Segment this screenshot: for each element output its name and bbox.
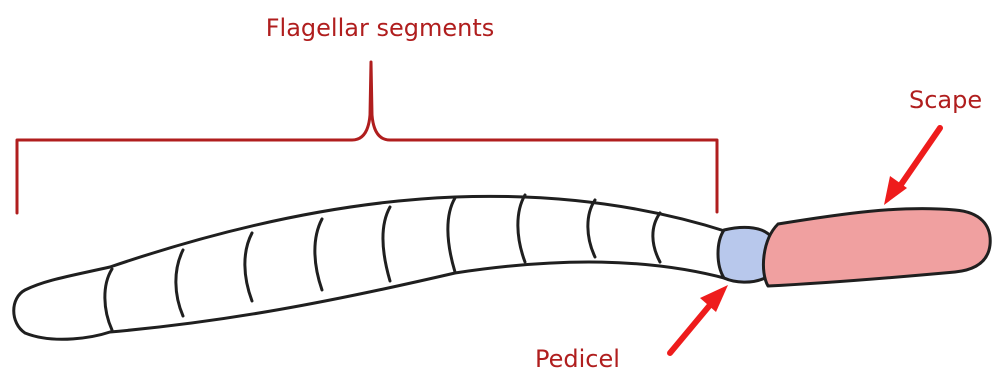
pedicel-arrow — [670, 285, 728, 353]
flagellum-outline — [14, 196, 728, 339]
scape-segment — [763, 209, 990, 286]
pedicel-label: Pedicel — [535, 345, 620, 373]
scape-arrow — [884, 128, 940, 205]
flagellar-segments-label: Flagellar segments — [266, 14, 495, 42]
scape-label: Scape — [909, 86, 982, 114]
flagellum-bracket — [17, 62, 717, 213]
